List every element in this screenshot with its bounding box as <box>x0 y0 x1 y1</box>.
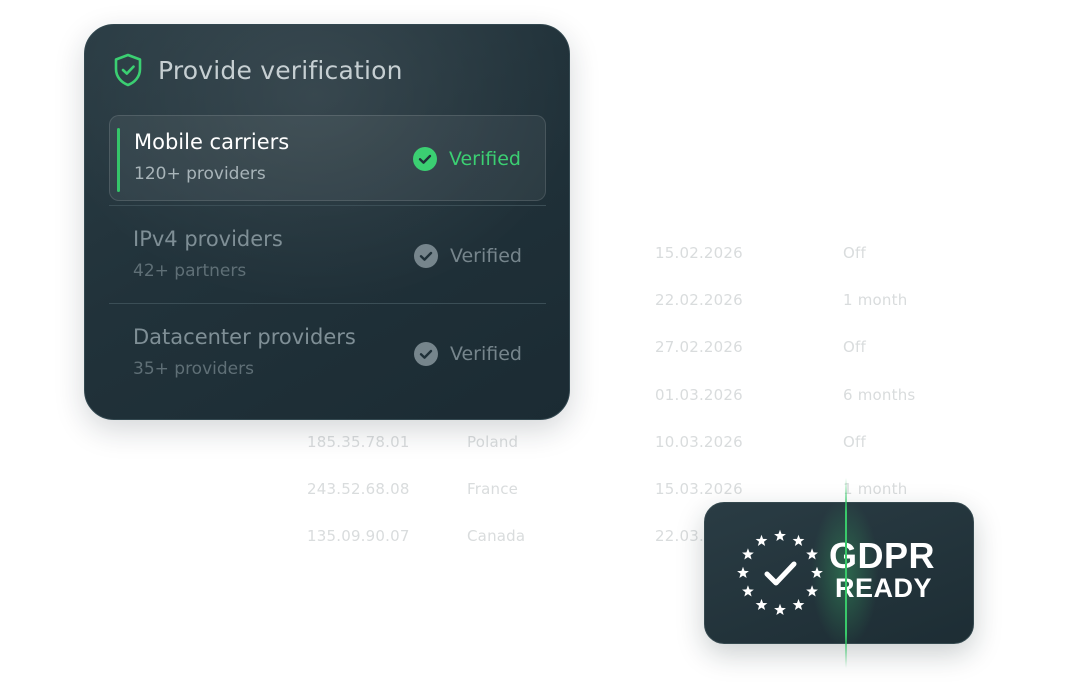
star-icon <box>737 566 749 579</box>
date-cell: 01.03.2026 <box>655 386 743 404</box>
provider-name: IPv4 providers <box>133 227 283 251</box>
eu-stars-check-icon <box>737 529 823 616</box>
star-icon <box>774 529 786 542</box>
card-title: Provide verification <box>158 55 403 85</box>
shield-check-icon <box>114 53 142 87</box>
country-cell: France <box>467 480 519 498</box>
scan-line <box>845 478 847 668</box>
date-cell: 10.03.2026 <box>655 433 743 451</box>
provider-name: Datacenter providers <box>133 325 356 349</box>
provider-count: 35+ providers <box>133 359 254 379</box>
period-cell: 1 month <box>843 291 908 309</box>
table-row: 243.52.68.08 France 15.03.2026 1 month <box>0 480 1072 500</box>
country-cell: Poland <box>467 433 519 451</box>
date-cell: 27.02.2026 <box>655 338 743 356</box>
table-row: 01.03.2026 6 months <box>0 386 1072 406</box>
active-indicator <box>117 128 120 192</box>
ip-cell: 243.52.68.08 <box>307 480 410 498</box>
ip-cell: 185.35.78.01 <box>307 433 410 451</box>
table-row: 27.02.2026 Off <box>0 338 1072 358</box>
divider <box>109 303 546 304</box>
table-row: 185.35.78.01 Poland 10.03.2026 Off <box>0 433 1072 453</box>
star-icon <box>811 566 823 579</box>
divider <box>109 205 546 206</box>
star-icon <box>792 598 805 611</box>
period-cell: 1 month <box>843 480 908 498</box>
scan-glow <box>795 503 885 643</box>
period-cell: Off <box>843 433 866 451</box>
ip-cell: 135.09.90.07 <box>307 527 410 545</box>
star-icon <box>755 598 768 611</box>
status-badge: Verified <box>413 341 522 367</box>
star-icon <box>755 534 768 546</box>
star-icon <box>774 603 786 616</box>
gdpr-badge: GDPR READY <box>704 502 974 644</box>
provider-count: 120+ providers <box>134 164 266 184</box>
status-label: Verified <box>449 245 522 267</box>
date-cell: 22.02.2026 <box>655 291 743 309</box>
table-row: 15.02.2026 Off <box>0 244 1072 264</box>
check-circle-icon <box>412 147 437 171</box>
provider-count: 42+ partners <box>133 261 247 281</box>
period-cell: Off <box>843 338 866 356</box>
provider-item-mobile-carriers[interactable]: Mobile carriers 120+ providers Verified <box>109 115 546 201</box>
check-circle-icon <box>413 342 438 366</box>
provider-name: Mobile carriers <box>134 130 290 154</box>
table-row: 22.02.2026 1 month <box>0 291 1072 311</box>
badge-subtitle: READY <box>835 573 933 603</box>
star-icon <box>806 548 818 560</box>
provider-item-ipv4[interactable]: IPv4 providers 42+ partners Verified <box>109 213 546 299</box>
provider-item-datacenter[interactable]: Datacenter providers 35+ providers Verif… <box>109 311 546 397</box>
date-cell: 15.02.2026 <box>655 244 743 262</box>
period-cell: 6 months <box>843 386 916 404</box>
star-icon <box>806 585 818 597</box>
check-circle-icon <box>413 244 438 268</box>
status-label: Verified <box>449 343 522 365</box>
star-icon <box>792 534 805 546</box>
status-label: Verified <box>448 148 521 170</box>
card-header: Provide verification <box>112 52 403 88</box>
verification-card: Provide verification Mobile carriers 120… <box>84 24 570 420</box>
star-icon <box>742 548 754 560</box>
status-badge: Verified <box>412 146 521 172</box>
period-cell: Off <box>843 244 866 262</box>
star-icon <box>742 585 754 597</box>
status-badge: Verified <box>413 243 522 269</box>
date-cell: 15.03.2026 <box>655 480 743 498</box>
country-cell: Canada <box>467 527 526 545</box>
